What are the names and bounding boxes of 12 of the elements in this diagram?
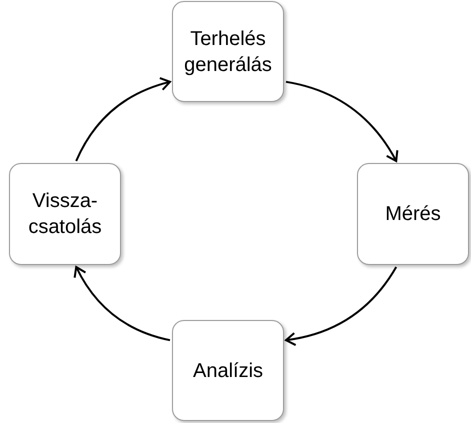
curved-arrow xyxy=(74,266,170,342)
box-label: Analízis xyxy=(192,358,264,384)
curved-arrow xyxy=(75,77,171,162)
process-box xyxy=(357,163,469,265)
curved-arrow xyxy=(286,80,398,162)
box-label: Terhelés generálás xyxy=(183,26,273,78)
box-label: Mérés xyxy=(384,202,442,227)
box-label: Vissza- csatolás xyxy=(27,189,103,240)
process-box xyxy=(172,320,284,421)
process-box xyxy=(9,163,121,265)
curved-arrow xyxy=(285,266,398,346)
process-box xyxy=(172,1,284,102)
